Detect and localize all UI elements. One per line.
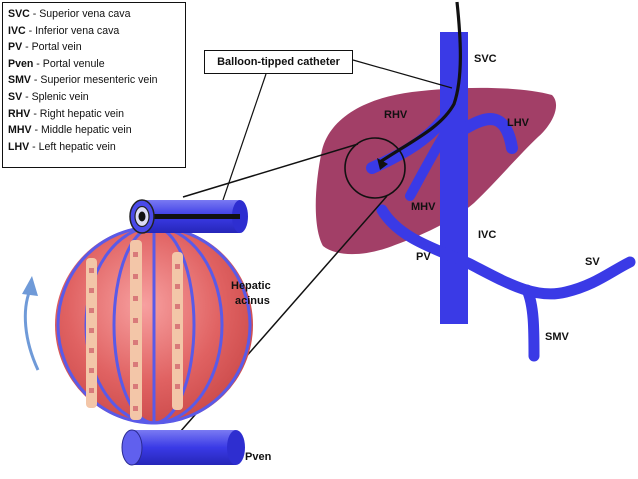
label-sv: SV — [585, 256, 600, 268]
catheter-tip — [377, 158, 388, 170]
pven-cylinder — [121, 429, 245, 466]
legend-item: LHV - Left hepatic vein — [8, 140, 116, 153]
legend-item: RHV - Right hepatic vein — [8, 107, 125, 120]
legend-item: SMV - Superior mesenteric vein — [8, 74, 158, 87]
label-pv: PV — [416, 251, 431, 263]
label-acinus-2: acinus — [235, 295, 270, 307]
label-ivc: IVC — [478, 229, 496, 241]
legend-item: SVC - Superior vena cava — [8, 8, 131, 20]
label-rhv: RHV — [384, 109, 408, 121]
rotation-arrow-icon — [22, 276, 40, 371]
legend-item: Pven - Portal venule — [8, 57, 105, 70]
central-vein-cylinder — [129, 199, 248, 234]
magnifier-circle — [344, 137, 406, 199]
ivc-vessel — [440, 32, 468, 324]
pv-sv-vessel — [376, 204, 636, 300]
label-svc: SVC — [474, 53, 497, 65]
zoom-line-top — [182, 143, 359, 198]
label-mhv: MHV — [411, 201, 436, 213]
legend-item: PV - Portal vein — [8, 41, 82, 54]
lhv-vessel — [460, 113, 518, 154]
legend-item: SV - Splenic vein — [8, 90, 89, 103]
catheter-callout: Balloon-tipped catheter — [204, 50, 353, 74]
liver-shape — [315, 87, 557, 255]
cell-column-3 — [172, 252, 183, 410]
callout-pointer-svc — [352, 59, 453, 89]
smv-vessel — [521, 284, 540, 362]
legend-item: MHV - Middle hepatic vein — [8, 124, 132, 137]
cell-column-1 — [86, 258, 97, 408]
label-smv: SMV — [545, 331, 570, 343]
catheter — [379, 1, 462, 164]
callout-pointer-circle — [221, 73, 267, 204]
legend-box: SVC - Superior vena cava IVC - Inferior … — [2, 2, 186, 168]
label-pven: Pven — [245, 451, 272, 463]
label-lhv: LHV — [507, 117, 530, 129]
hepatocyte-columns — [86, 240, 183, 420]
legend-item: IVC - Inferior vena cava — [8, 24, 120, 37]
label-acinus-1: Hepatic — [231, 280, 271, 292]
cell-column-2 — [130, 240, 142, 420]
mhv-vessel — [405, 127, 451, 201]
